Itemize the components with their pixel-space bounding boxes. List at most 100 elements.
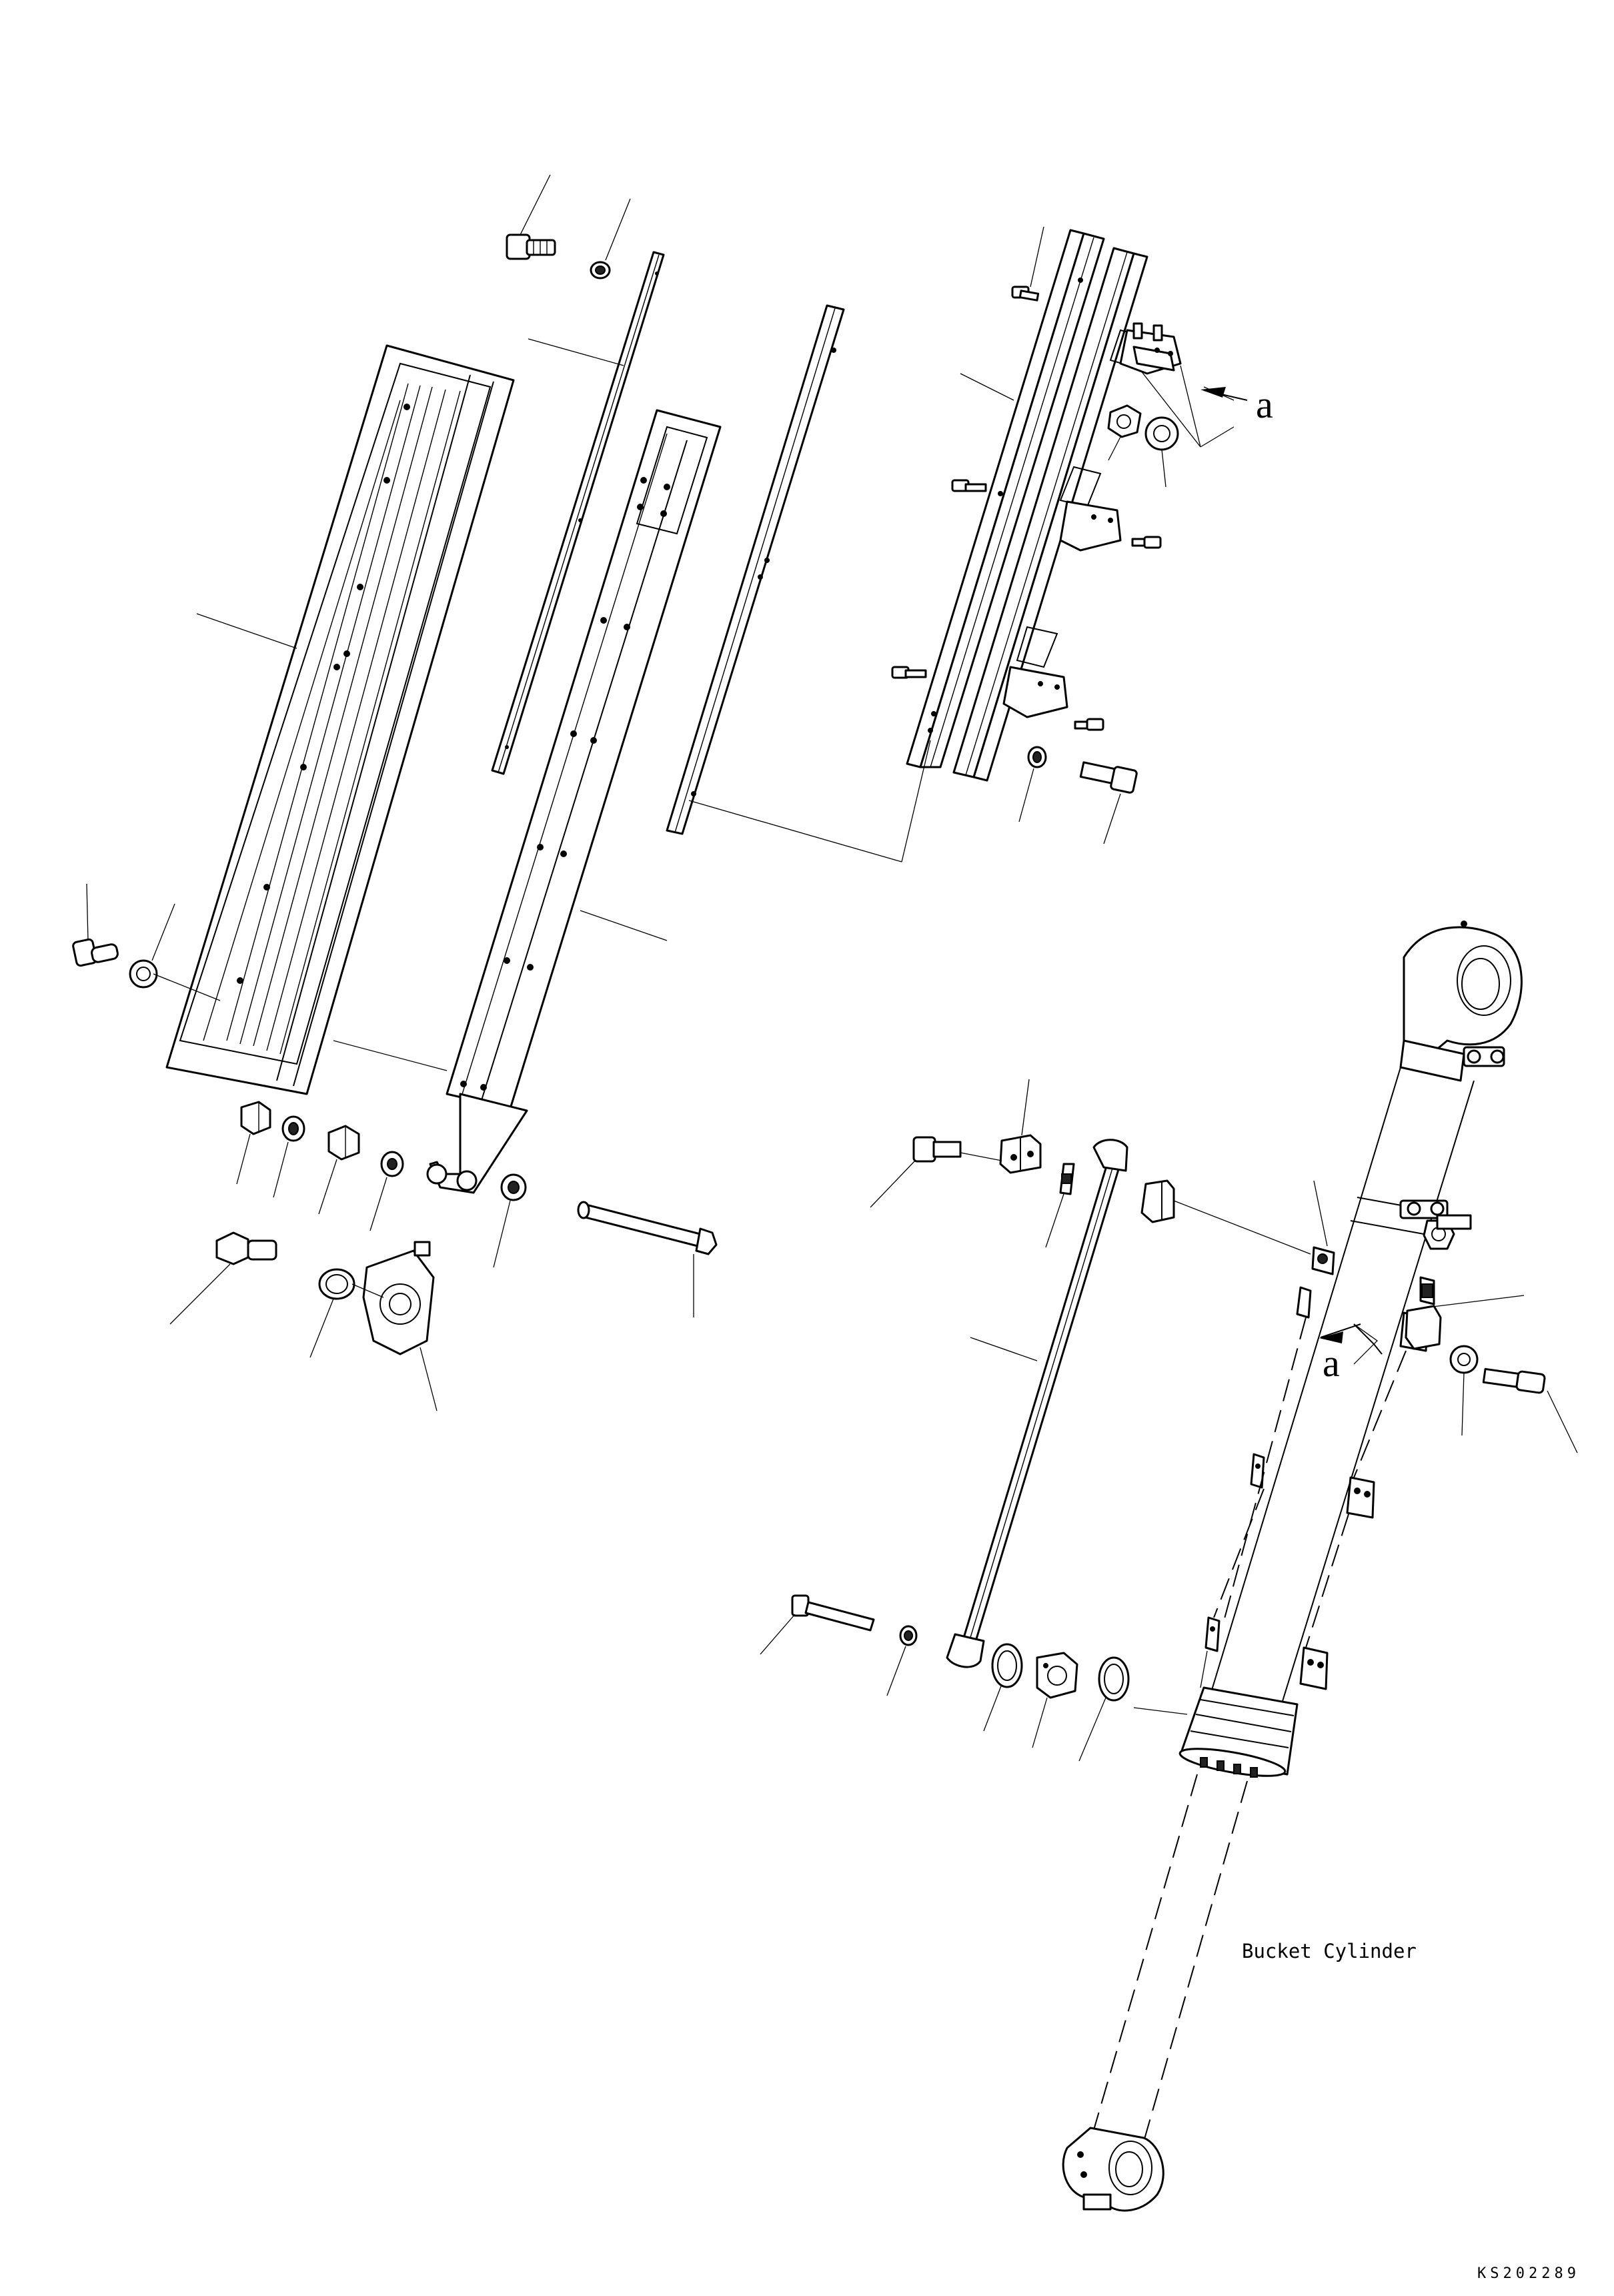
clamp-block [1311, 1246, 1335, 1275]
leader-line [688, 800, 902, 863]
leader-line [153, 973, 221, 1001]
pipe-clamp-cyl [1405, 1305, 1442, 1350]
small-bolt [951, 479, 987, 492]
leader-line [351, 1283, 384, 1298]
small-bolt [1011, 285, 1040, 302]
leader-line [1108, 436, 1121, 461]
leader-line [1140, 370, 1201, 448]
hose-route [1223, 1317, 1307, 1622]
leader-line [520, 174, 551, 235]
leader-line [236, 1133, 251, 1185]
clamp-bracket-upper [1119, 322, 1182, 375]
bolt-pipe-upper [912, 1136, 962, 1163]
head-fitting [1463, 1046, 1505, 1067]
clamp-block [1346, 1476, 1375, 1519]
view-marker-a-top: a [1256, 383, 1273, 426]
o-ring-1 [318, 1268, 355, 1300]
leader-line [580, 910, 668, 941]
view-arrow-a-bottom [1319, 1323, 1383, 1365]
view-arrow-a-top [1200, 387, 1248, 401]
leader-line [493, 1200, 511, 1268]
guard-cover [165, 344, 515, 1095]
leader-line [420, 1347, 438, 1411]
washer-top [590, 261, 611, 279]
washer-3 [380, 1151, 404, 1177]
cylinder-barrel-edge [1210, 1067, 1401, 1695]
leader-line [1427, 1295, 1525, 1308]
lock-plate [362, 1241, 435, 1355]
clamp-block [1419, 1276, 1435, 1305]
cylinder-gland [1178, 1686, 1299, 1778]
nut-1 [240, 1101, 271, 1135]
cylinder-band [1350, 1220, 1425, 1235]
washer-2 [281, 1115, 305, 1142]
clamp-pipe-pad [1140, 1179, 1175, 1223]
washer-rail [1027, 746, 1047, 768]
leader-line [760, 1614, 796, 1655]
leader-line [369, 1177, 387, 1231]
leader-line [1133, 1707, 1188, 1715]
clamp-block [1299, 1646, 1329, 1690]
clamp-block [1296, 1286, 1312, 1319]
diagram-caption: Bucket Cylinder [1242, 1940, 1417, 1962]
rod-end [1062, 2127, 1164, 2212]
leader-line [318, 1159, 337, 1215]
view-marker-a-bottom: a [1323, 1341, 1340, 1385]
clamp-pipe-half [1059, 1163, 1075, 1195]
leader-line [1200, 1650, 1208, 1688]
thin-rail-2 [666, 304, 845, 835]
washer-cyl [1449, 1345, 1479, 1374]
band-fitting [1399, 1199, 1472, 1250]
washer-left [129, 959, 158, 989]
nut-2 [327, 1125, 360, 1161]
leader-line [1032, 1697, 1048, 1748]
bolt-cyl [1482, 1367, 1546, 1394]
hose-route [1305, 1514, 1349, 1648]
slide-plate-leg [426, 1093, 528, 1194]
leader-line [1461, 1372, 1465, 1436]
washer-4 [500, 1173, 527, 1201]
leader-line [1200, 426, 1235, 448]
thin-rail-1 [491, 251, 665, 775]
cylinder-head [1399, 921, 1523, 1082]
grease-pipe [946, 1139, 1128, 1668]
slide-plate [446, 409, 722, 1148]
leader-line [151, 903, 175, 961]
clamp-pipe-upper [999, 1134, 1042, 1174]
small-bolt [891, 666, 927, 679]
leader-line [1045, 1193, 1064, 1248]
leader-line [1161, 449, 1166, 488]
bolt-left [72, 938, 119, 967]
small-bolt [1131, 536, 1162, 549]
leader-line [870, 1160, 916, 1208]
split-flange [1036, 1652, 1078, 1699]
clamp-block [1250, 1453, 1265, 1489]
leader-line [1173, 1200, 1311, 1255]
leader-line [960, 1152, 1002, 1161]
leader-line [333, 1040, 448, 1071]
leader-line [960, 373, 1014, 401]
leader-line [1078, 1697, 1106, 1762]
o-ring-2 [991, 1643, 1023, 1688]
small-bolt [1074, 718, 1104, 731]
clamp-bracket-middle [1059, 500, 1122, 552]
washer-right [1144, 416, 1179, 451]
hose-route [1353, 1350, 1407, 1478]
nut-right [1107, 404, 1142, 438]
leader-line [1180, 365, 1201, 448]
leader-line [886, 1646, 906, 1696]
washer-pipe [899, 1625, 918, 1646]
clamp-bracket-lower [1002, 666, 1068, 718]
leader-line [970, 1337, 1038, 1361]
piston-rod [1143, 1780, 1248, 2142]
leader-line [1018, 768, 1034, 822]
leader-line [1103, 793, 1121, 844]
hose-route [1213, 1488, 1265, 1618]
leader-line [605, 198, 631, 261]
long-pin [577, 1201, 718, 1255]
leader-line [1313, 1180, 1328, 1247]
cylinder-barrel-edge [1280, 1080, 1475, 1708]
leader-line [901, 740, 931, 863]
leader-line [169, 1263, 231, 1325]
